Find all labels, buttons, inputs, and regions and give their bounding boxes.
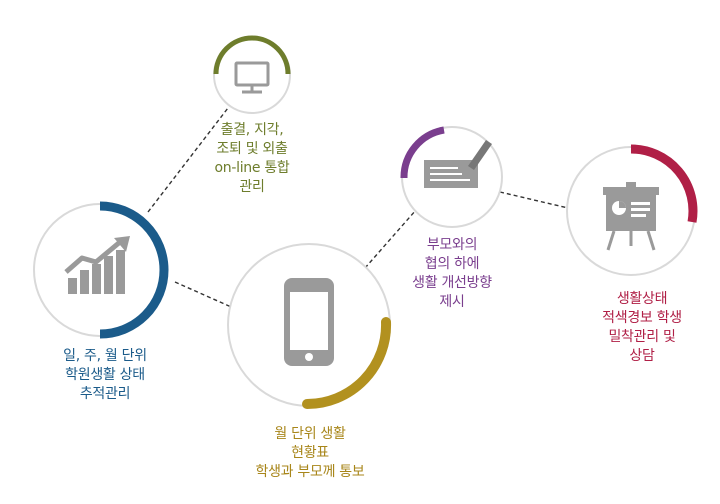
smartphone-icon <box>284 278 334 366</box>
caption-line: 제시 <box>439 294 465 310</box>
arc-attendance <box>213 35 291 75</box>
caption-line: 조퇴 및 외출 <box>216 141 288 157</box>
growth-chart-icon <box>64 236 130 294</box>
caption-alert: 생활상태 적색경보 학생 밀착관리 및 상담 <box>578 290 706 366</box>
connector-parents-alert <box>499 191 569 209</box>
caption-line: 관리 <box>239 179 265 195</box>
node-attendance <box>213 35 291 114</box>
connector-tracking-attendance <box>147 107 229 213</box>
caption-line: 일, 주, 월 단위 <box>63 348 147 364</box>
caption-line: 생활 개선방향 <box>412 275 492 291</box>
arc-parents <box>400 126 445 179</box>
signature-check-icon <box>424 140 492 188</box>
caption-attendance: 출결, 지각, 조퇴 및 외출 on-line 통합 관리 <box>192 121 312 197</box>
presentation-board-icon <box>603 182 659 251</box>
caption-line: 밀착관리 및 <box>608 329 676 345</box>
arc-tracking <box>99 201 169 339</box>
caption-parents: 부모와의 협의 하에 생활 개선방향 제시 <box>392 236 512 312</box>
caption-line: 월 단위 생활 <box>274 426 346 442</box>
monitor-icon <box>234 61 270 94</box>
node-tracking <box>33 201 169 339</box>
arc-alert <box>630 144 698 223</box>
caption-line: 추적관리 <box>79 386 131 402</box>
node-monthly <box>227 243 392 409</box>
node-parents <box>400 126 503 228</box>
caption-line: 학생과 부모께 통보 <box>255 464 365 480</box>
caption-line: 적색경보 학생 <box>602 310 682 326</box>
caption-line: 현황표 <box>291 445 329 461</box>
caption-line: 협의 하에 <box>424 256 480 272</box>
caption-line: 출결, 지각, <box>220 122 284 138</box>
caption-line: on-line 통합 <box>214 160 290 176</box>
arc-monthly <box>302 317 392 409</box>
connector-monthly-parents <box>364 209 417 269</box>
caption-monthly: 월 단위 생활 현황표 학생과 부모께 통보 <box>230 425 390 482</box>
caption-line: 학원생활 상태 <box>65 367 145 383</box>
caption-tracking: 일, 주, 월 단위 학원생활 상태 추적관리 <box>35 347 175 404</box>
caption-line: 부모와의 <box>426 237 478 253</box>
caption-line: 상담 <box>629 348 655 364</box>
caption-line: 생활상태 <box>616 291 668 307</box>
node-alert <box>566 144 698 276</box>
connector-tracking-monthly <box>174 281 239 311</box>
